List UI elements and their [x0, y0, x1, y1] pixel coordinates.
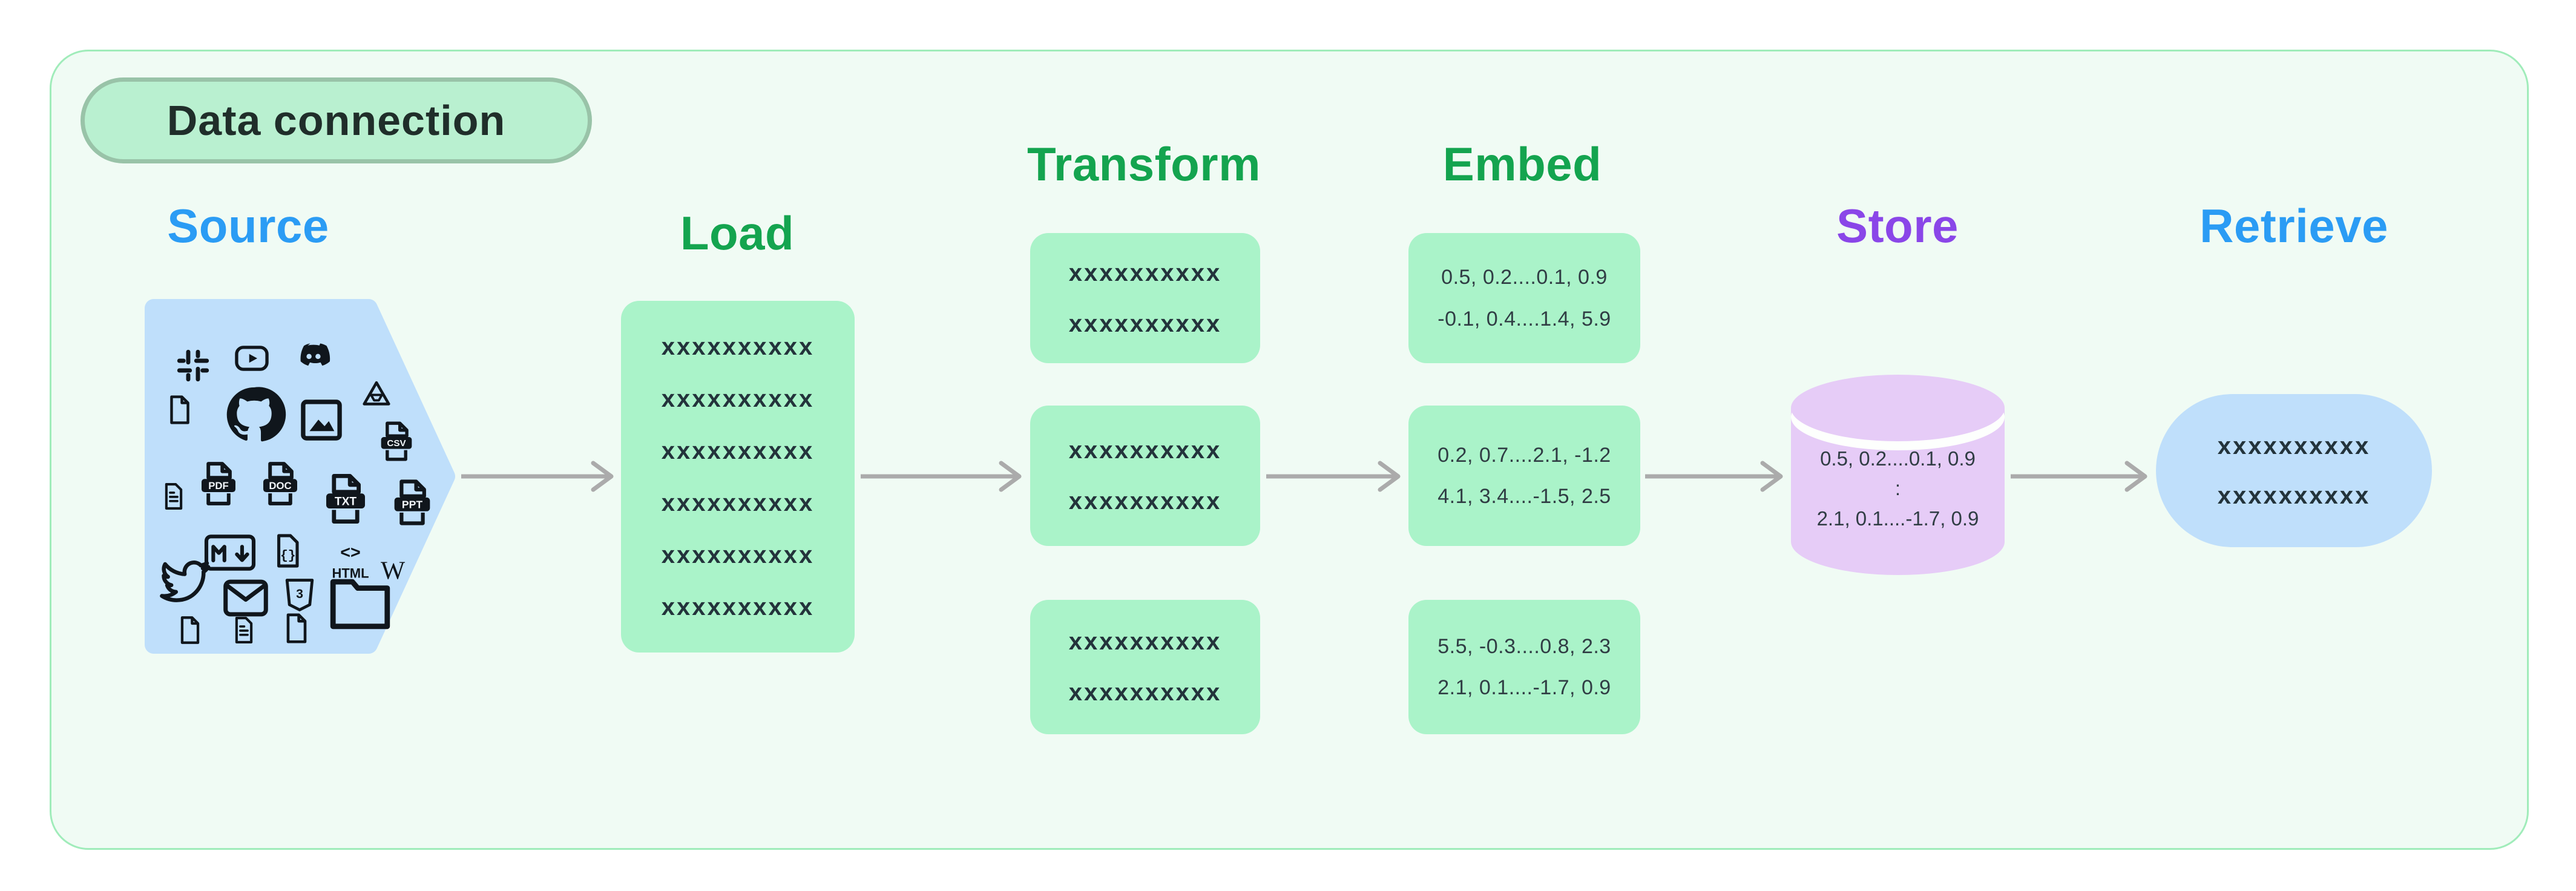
- csv-file-icon: CSV: [373, 418, 419, 465]
- retrieve-label: Retrieve: [2200, 199, 2388, 252]
- store-label: Store: [1836, 199, 1959, 252]
- slack-icon: [174, 346, 212, 385]
- mail-icon: [222, 579, 269, 617]
- data-connection-badge-label: Data connection: [166, 97, 506, 144]
- diagram-panel: [50, 50, 2529, 850]
- store-vector-line: 2.1, 0.1....-1.7, 0.9: [1816, 507, 1979, 530]
- json-file-icon: {}: [268, 527, 307, 575]
- folder-icon: [329, 577, 392, 631]
- doc-file-icon: DOC: [255, 458, 306, 510]
- csv-glyph: CSV: [387, 438, 406, 449]
- arrow-embed-to-store: [1643, 457, 1786, 496]
- transform-box-line: xxxxxxxxxx: [1068, 310, 1222, 337]
- ppt-file-icon: PPT: [386, 476, 439, 529]
- transform-box-line: xxxxxxxxxx: [1068, 679, 1222, 706]
- image-icon: [296, 395, 347, 446]
- embed-node-1: 0.5, 0.2....0.1, 0.9 -0.1, 0.4....1.4, 5…: [1408, 233, 1640, 363]
- html-icon: <> HTML: [326, 539, 375, 587]
- doc-glyph: DOC: [269, 480, 291, 492]
- discord-icon: [289, 337, 338, 378]
- load-node: xxxxxxxxxx xxxxxxxxxx xxxxxxxxxx xxxxxxx…: [621, 301, 855, 653]
- markdown-icon: [204, 534, 256, 571]
- retrieve-node: xxxxxxxxxx xxxxxxxxxx: [2156, 394, 2432, 547]
- embed-vector-line: 5.5, -0.3....0.8, 2.3: [1438, 634, 1611, 658]
- cylinder-top: [1791, 375, 2005, 441]
- file-icon: [174, 610, 206, 650]
- load-box-line: xxxxxxxxxx: [661, 333, 815, 360]
- retrieve-box-line: xxxxxxxxxx: [2217, 482, 2371, 509]
- load-box-line: xxxxxxxxxx: [661, 593, 815, 620]
- transform-box-line: xxxxxxxxxx: [1068, 628, 1222, 655]
- json-braces-glyph: {}: [280, 548, 296, 563]
- load-label: Load: [680, 206, 795, 260]
- document-icon: [228, 610, 260, 650]
- source-label: Source: [167, 199, 329, 252]
- arrow-store-to-retrieve: [2008, 457, 2150, 496]
- embed-node-3: 5.5, -0.3....0.8, 2.3 2.1, 0.1....-1.7, …: [1408, 600, 1640, 734]
- load-box-line: xxxxxxxxxx: [661, 541, 815, 568]
- google-drive-icon: [358, 376, 395, 412]
- txt-glyph: TXT: [335, 495, 357, 508]
- pdf-file-icon: PDF: [193, 458, 244, 510]
- css3-glyph: 3: [296, 587, 303, 601]
- transform-box-line: xxxxxxxxxx: [1068, 259, 1222, 286]
- embed-vector-line: -0.1, 0.4....1.4, 5.9: [1438, 307, 1611, 330]
- embed-node-2: 0.2, 0.7....2.1, -1.2 4.1, 3.4....-1.5, …: [1408, 406, 1640, 546]
- store-database-cylinder: 0.5, 0.2....0.1, 0.9 : 2.1, 0.1....-1.7,…: [1791, 375, 2005, 575]
- retrieve-box-line: xxxxxxxxxx: [2217, 432, 2371, 459]
- load-box-line: xxxxxxxxxx: [661, 437, 815, 464]
- data-connection-badge: Data connection: [80, 77, 592, 163]
- pdf-glyph: PDF: [208, 480, 229, 492]
- file-icon: [279, 607, 314, 650]
- file-icon: [163, 389, 197, 431]
- embed-vector-line: 2.1, 0.1....-1.7, 0.9: [1438, 676, 1611, 699]
- wikipedia-icon: W: [375, 551, 411, 587]
- transform-box-line: xxxxxxxxxx: [1068, 488, 1222, 515]
- embed-label: Embed: [1442, 137, 1602, 191]
- txt-file-icon: TXT: [317, 470, 375, 528]
- embed-vector-line: 0.5, 0.2....0.1, 0.9: [1441, 266, 1608, 289]
- transform-node-3: xxxxxxxxxx xxxxxxxxxx: [1030, 600, 1260, 734]
- wikipedia-w-glyph: W: [381, 556, 406, 585]
- twitter-icon: [157, 553, 212, 609]
- github-icon: [222, 383, 286, 447]
- transform-node-1: xxxxxxxxxx xxxxxxxxxx: [1030, 233, 1260, 363]
- arrow-source-to-load: [459, 457, 616, 496]
- embed-vector-line: 0.2, 0.7....2.1, -1.2: [1438, 443, 1611, 467]
- document-icon: [158, 476, 189, 517]
- embed-vector-line: 4.1, 3.4....-1.5, 2.5: [1438, 485, 1611, 508]
- youtube-icon: [228, 339, 275, 378]
- store-vector-line: :: [1894, 477, 1901, 500]
- arrow-transform-to-embed: [1264, 457, 1403, 496]
- store-vector-line: 0.5, 0.2....0.1, 0.9: [1820, 447, 1976, 470]
- transform-box-line: xxxxxxxxxx: [1068, 437, 1222, 464]
- load-box-line: xxxxxxxxxx: [661, 489, 815, 516]
- css3-icon: 3: [280, 573, 319, 617]
- html-angle-glyph: <>: [340, 543, 360, 562]
- source-arrow-shape: [145, 299, 455, 654]
- arrow-load-to-transform: [858, 457, 1024, 496]
- transform-node-2: xxxxxxxxxx xxxxxxxxxx: [1030, 406, 1260, 546]
- ppt-glyph: PPT: [402, 499, 422, 511]
- html-word-glyph: HTML: [332, 566, 369, 581]
- load-box-line: xxxxxxxxxx: [661, 385, 815, 412]
- transform-label: Transform: [1027, 137, 1261, 191]
- source-node: CSV PDF DOC TXT PPT {} <> HTML W: [145, 299, 455, 654]
